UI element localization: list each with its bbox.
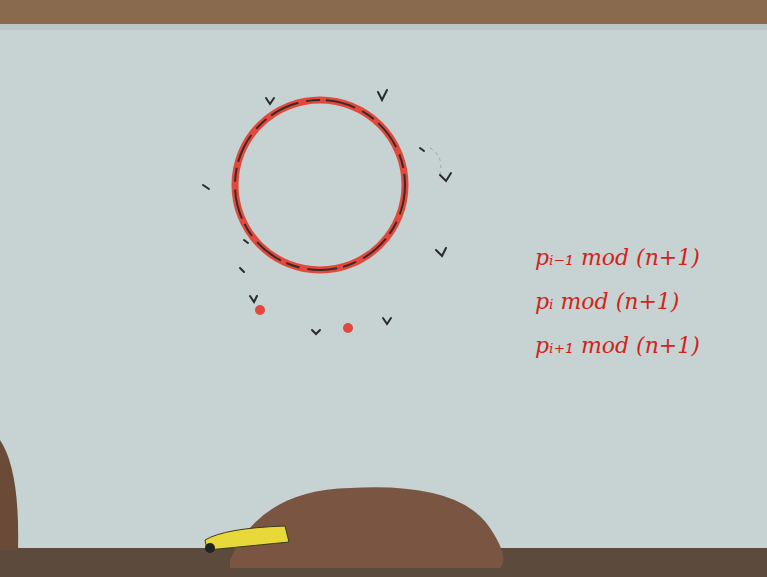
table-edge: [0, 0, 767, 24]
hand-left: [0, 440, 18, 550]
red-dot: [343, 323, 353, 333]
paper-shadow: [0, 24, 767, 30]
marker-tip: [205, 543, 215, 553]
process-marks: [203, 90, 451, 334]
formula-label: pᵢ₊₁ mod (n+1): [535, 334, 700, 358]
formula-label: pᵢ₋₁ mod (n+1): [535, 246, 700, 270]
formula-label: pᵢ mod (n+1): [535, 290, 679, 314]
yellow-marker: [205, 526, 289, 550]
red-dot: [255, 305, 265, 315]
ring-circle-overlay: [235, 100, 405, 270]
ring-circle: [235, 100, 405, 270]
faint-arc: [430, 148, 441, 174]
